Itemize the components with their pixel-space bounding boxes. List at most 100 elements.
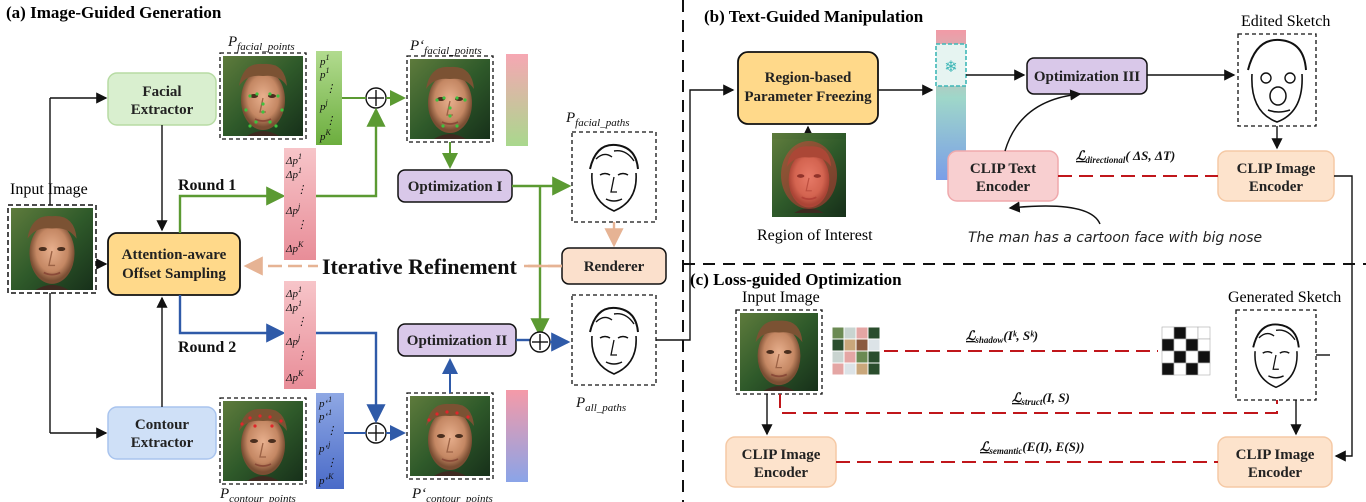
input-shadow-grid bbox=[831, 326, 881, 376]
svg-text:p1: p1 bbox=[319, 53, 330, 68]
svg-text:p‘K: p‘K bbox=[318, 472, 334, 487]
clip-image-encoder-c1-label-1: CLIP Image bbox=[742, 447, 821, 463]
contour-points-image bbox=[223, 401, 303, 481]
svg-text:Δp1: Δp1 bbox=[285, 152, 302, 167]
attention-offset-label-1: Attention-aware bbox=[122, 247, 227, 263]
p-contour-points-prime-label: P‘contour_points bbox=[411, 486, 493, 502]
renderer-label: Renderer bbox=[584, 259, 645, 275]
clip-image-encoder-c2-label-2: Encoder bbox=[1248, 465, 1303, 481]
svg-text:Δp1: Δp1 bbox=[285, 166, 302, 181]
input-image-frame bbox=[7, 204, 97, 294]
svg-text:⋮: ⋮ bbox=[296, 350, 307, 362]
struct-loss-label: ℒstruct(I, S) bbox=[1012, 390, 1070, 407]
svg-text:Δpj: Δpj bbox=[285, 333, 301, 348]
edited-sketch-label: Edited Sketch bbox=[1241, 13, 1330, 30]
contour-points-vector bbox=[316, 393, 344, 489]
svg-text:⋮: ⋮ bbox=[296, 184, 307, 196]
clip-image-encoder-c1-label-2: Encoder bbox=[754, 465, 809, 481]
clip-text-encoder-label-2: Encoder bbox=[976, 179, 1031, 195]
facial-point-markers bbox=[244, 92, 284, 128]
optimization2-label: Optimization II bbox=[407, 333, 508, 349]
sketch-shadow-grid bbox=[1161, 326, 1211, 376]
text-prompt: The man has a cartoon face with big nose bbox=[968, 230, 1262, 246]
p-facial-points-prime-label: P‘facial_points bbox=[409, 38, 482, 57]
facial-points-prime-vector bbox=[506, 54, 528, 146]
svg-text:⋮: ⋮ bbox=[325, 83, 336, 95]
region-freezing-label-1: Region-based bbox=[765, 70, 852, 86]
generated-sketch-label: Generated Sketch bbox=[1228, 289, 1341, 306]
offset-vector-bottom-entries: Δp1 Δp1 ⋮ Δpj ⋮ ΔpK bbox=[285, 285, 307, 384]
contour-points-prime-vector bbox=[506, 390, 528, 482]
round1-arrow bbox=[178, 186, 286, 233]
svg-text:p1: p1 bbox=[319, 66, 330, 81]
snowflake-icon: ❄ bbox=[944, 59, 957, 76]
region-of-interest-label: Region of Interest bbox=[757, 227, 873, 244]
clip-image-encoder-b-label-1: CLIP Image bbox=[1237, 161, 1316, 177]
offset-vector-bottom bbox=[284, 281, 316, 389]
svg-text:ΔpK: ΔpK bbox=[285, 240, 304, 255]
optimization1-label: Optimization I bbox=[408, 179, 503, 195]
round1-label: Round 1 bbox=[178, 177, 236, 194]
facial-points-vector bbox=[316, 51, 342, 145]
svg-text:⋮: ⋮ bbox=[326, 425, 337, 437]
svg-text:p‘1: p‘1 bbox=[318, 395, 332, 410]
frozen-parameters bbox=[935, 43, 967, 87]
svg-text:Δp1: Δp1 bbox=[285, 299, 302, 314]
facial-extractor-label-1: Facial bbox=[142, 84, 181, 100]
semantic-loss-label: ℒsemantic(E(I), E(S)) bbox=[980, 439, 1084, 456]
svg-text:⋮: ⋮ bbox=[326, 457, 337, 469]
svg-text:Δpj: Δpj bbox=[285, 202, 301, 217]
p-all-paths-label: Pall_paths bbox=[575, 395, 626, 414]
section-title-c: (c) Loss-guided Optimization bbox=[690, 270, 902, 289]
p-facial-points-label: Pfacial_points bbox=[227, 34, 295, 53]
round2-label: Round 2 bbox=[178, 339, 236, 356]
input-image-c bbox=[739, 313, 819, 391]
svg-text:p‘1: p‘1 bbox=[318, 408, 332, 423]
facial-points-prime-image bbox=[410, 59, 490, 139]
optimization3-box bbox=[1026, 57, 1148, 95]
edited-sketch bbox=[1247, 38, 1307, 123]
offset-vector-top-entries: Δp1 Δp1 ⋮ Δpj ⋮ ΔpK bbox=[285, 152, 307, 255]
svg-text:pj: pj bbox=[319, 98, 329, 113]
svg-text:ΔpK: ΔpK bbox=[285, 369, 304, 384]
facial-paths-sketch bbox=[574, 136, 654, 218]
input-image bbox=[11, 208, 93, 290]
facial-extractor-label-2: Extractor bbox=[131, 102, 194, 118]
struct-loss-line bbox=[779, 394, 1278, 414]
contour-extractor-box bbox=[107, 406, 217, 460]
contour-points-prime-image bbox=[410, 396, 490, 476]
section-title-a: (a) Image-Guided Generation bbox=[6, 3, 222, 22]
input-image-label: Input Image bbox=[10, 181, 88, 198]
generated-sketch bbox=[1238, 315, 1314, 395]
contour-extractor-label-1: Contour bbox=[135, 417, 190, 433]
attention-offset-sampling-box bbox=[107, 232, 241, 296]
directional-loss-label: ℒdirectional( ΔS, ΔT) bbox=[1076, 148, 1175, 165]
clip-text-encoder-label-1: CLIP Text bbox=[970, 161, 1036, 177]
facial-points-vector-entries: p1 p1 ⋮ pj ⋮ pK bbox=[319, 53, 336, 143]
contour-extractor-label-2: Extractor bbox=[131, 435, 194, 451]
round2-arrow bbox=[178, 295, 286, 343]
region-parameter-freezing-box bbox=[737, 51, 879, 125]
iterative-refinement-label: Iterative Refinement bbox=[322, 254, 518, 279]
contour-points-vector-entries: p‘1 p‘1 ⋮ p‘j ⋮ p‘K bbox=[318, 395, 337, 487]
input-image-c-label: Input Image bbox=[742, 289, 820, 306]
section-title-b: (b) Text-Guided Manipulation bbox=[704, 7, 924, 26]
svg-text:Δp1: Δp1 bbox=[285, 285, 302, 300]
svg-text:⋮: ⋮ bbox=[296, 219, 307, 231]
offset-vector-top bbox=[284, 148, 316, 260]
svg-text:⋮: ⋮ bbox=[296, 316, 307, 328]
svg-text:pK: pK bbox=[319, 128, 332, 143]
svg-text:⋮: ⋮ bbox=[325, 115, 336, 127]
region-freezing-label-2: Parameter Freezing bbox=[744, 89, 872, 105]
p-facial-paths-label: Pfacial_paths bbox=[565, 110, 630, 129]
p-contour-points-label: Pcontour_points bbox=[219, 486, 296, 502]
clip-image-encoder-b-label-2: Encoder bbox=[1249, 179, 1304, 195]
svg-text:p‘j: p‘j bbox=[318, 440, 331, 455]
facial-points-image bbox=[223, 56, 303, 136]
optimization3-label: Optimization III bbox=[1034, 69, 1140, 85]
clip-image-encoder-c2-label-1: CLIP Image bbox=[1236, 447, 1315, 463]
shadow-loss-label: ℒshadow(Iᵏ, Sᵏ) bbox=[966, 328, 1038, 345]
all-paths-sketch bbox=[574, 299, 654, 381]
